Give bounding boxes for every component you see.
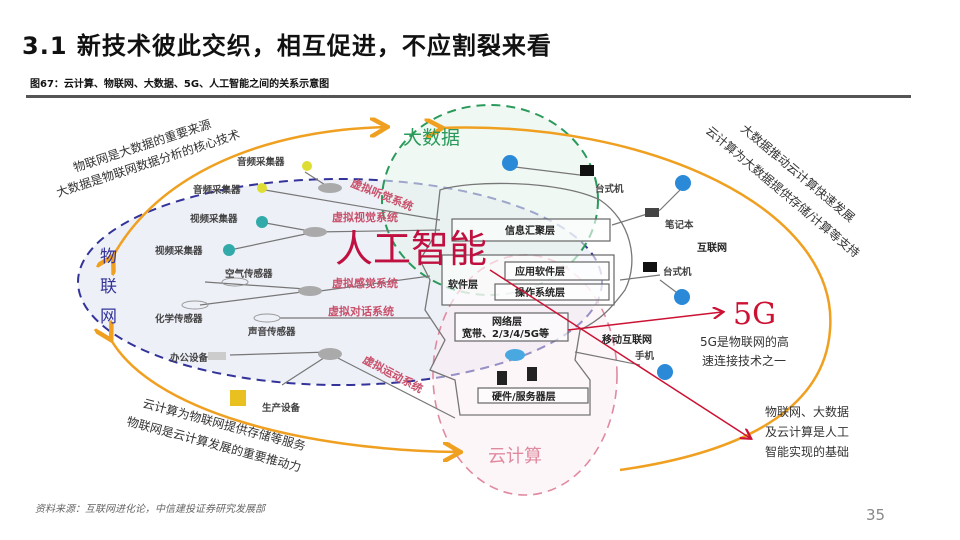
network-label: 手机 — [635, 350, 655, 362]
head-outline — [419, 182, 633, 416]
device-label: 声音传感器 — [247, 326, 296, 338]
arrow-cloud-iot — [110, 338, 458, 452]
info-layer-label: 信息汇聚层 — [505, 224, 555, 237]
ai-label: 人工智能 — [335, 227, 487, 271]
iot-label-1: 物 — [100, 247, 117, 267]
title-divider — [26, 95, 911, 98]
network-label: 互联网 — [697, 241, 727, 254]
network-label: 台式机 — [663, 266, 692, 278]
device-label: 音频采集器 — [237, 156, 285, 168]
os-layer-label: 操作系统层 — [515, 286, 565, 299]
network-label: 台式机 — [595, 183, 624, 195]
system-label: 虚拟视觉系统 — [332, 210, 398, 224]
iot-label-2: 联 — [100, 277, 117, 297]
network-label: 移动互联网 — [602, 333, 652, 346]
hardware-layer-label: 硬件/服务器层 — [492, 390, 556, 403]
cloud-label: 云计算 — [488, 446, 542, 467]
bigdata-label: 大数据 — [403, 127, 460, 149]
os-layer-box — [494, 283, 610, 301]
device-icons — [208, 155, 691, 406]
iot-label-3: 网 — [100, 307, 117, 327]
source-note: 资料来源：互联网进化论，中信建投证券研究发展部 — [35, 504, 265, 515]
hardware-layer-box — [477, 387, 589, 404]
device-label: 化学传感器 — [155, 313, 203, 325]
info-layer-box — [451, 218, 611, 242]
app-layer-box — [504, 261, 610, 281]
software-layer-label: 软件层 — [448, 278, 478, 291]
network-layer-box — [454, 312, 569, 342]
arrow-to-5g — [567, 312, 722, 331]
note-bigdata-cloud-2: 云计算为大数据提供存储/计算等支持 — [703, 123, 863, 261]
note-5g-1: 5G是物联网的高 — [700, 334, 789, 349]
device-label: 办公设备 — [170, 352, 209, 364]
page-number: 35 — [866, 506, 886, 524]
system-label: 虚拟对话系统 — [328, 304, 394, 318]
note-base-2: 及云计算是人工 — [765, 424, 849, 439]
network-layer-label: 网络层 — [492, 315, 522, 328]
hub-nodes — [298, 183, 342, 360]
note-5g-2: 速连接技术之一 — [702, 353, 786, 368]
app-layer-label: 应用软件层 — [515, 265, 565, 278]
arrow-ai-foundation — [489, 269, 750, 438]
network-layer-sub: 宽带、2/3/4/5G等 — [461, 327, 549, 340]
system-label: 虚拟感觉系统 — [332, 276, 398, 290]
figure-caption: 图67：云计算、物联网、大数据、5G、人工智能之间的关系示意图 — [30, 79, 330, 90]
note-base-3: 智能实现的基础 — [765, 444, 849, 459]
fiveg-label: 5G — [733, 297, 776, 332]
device-label: 视频采集器 — [190, 213, 238, 225]
note-base-1: 物联网、大数据 — [765, 404, 849, 419]
network-label: 笔记本 — [665, 219, 694, 231]
page-title: 3.1 新技术彼此交织，相互促进，不应割裂来看 — [22, 32, 552, 60]
sensor-icons — [181, 277, 281, 323]
device-label: 视频采集器 — [155, 245, 203, 257]
device-label: 音频采集器 — [193, 184, 241, 196]
device-label: 生产设备 — [262, 402, 301, 414]
device-label: 空气传感器 — [225, 268, 273, 280]
arrow-iot-bigdata — [112, 127, 385, 258]
